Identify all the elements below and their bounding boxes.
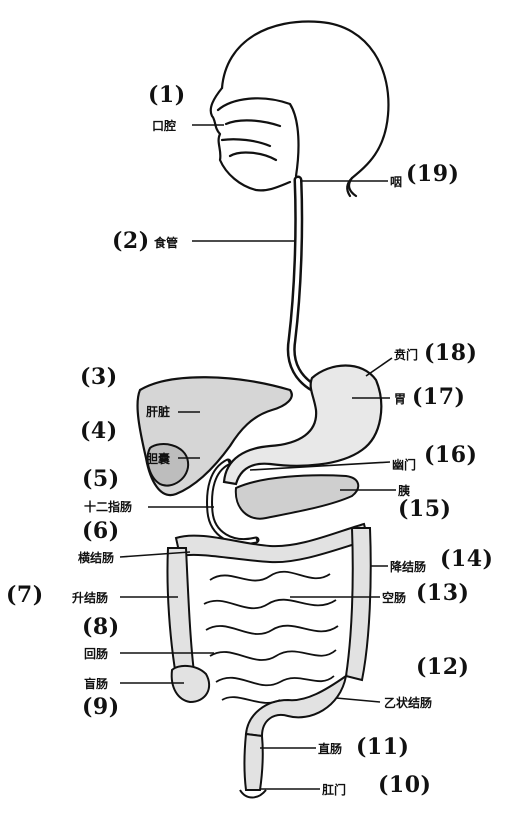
ascending-colon-shape	[167, 548, 194, 676]
label-num-esophagus: (2)	[112, 228, 150, 254]
label-num-liver: (3)	[80, 364, 118, 390]
label-num-duodenum: (5)	[82, 466, 120, 492]
rectum-shape	[245, 734, 263, 790]
head-outline	[222, 22, 388, 196]
label-text-anus: 肛门	[322, 781, 346, 798]
label-text-sigmoid-colon: 乙状结肠	[384, 694, 432, 711]
label-text-transverse-colon: 横结肠	[78, 549, 114, 566]
label-num-pharynx: (19)	[406, 161, 459, 187]
label-text-gallbladder: 胆囊	[146, 450, 170, 467]
label-num-cardia: (18)	[424, 340, 477, 366]
label-text-pharynx: 咽	[390, 173, 402, 190]
label-text-cardia: 贲门	[394, 346, 418, 363]
label-text-liver: 肝脏	[146, 403, 170, 420]
label-num-pancreas: (15)	[398, 496, 451, 522]
label-text-esophagus: 食管	[154, 234, 178, 251]
pancreas-shape	[236, 475, 358, 518]
label-num-ileum: (8)	[82, 614, 120, 640]
esophagus-tube	[291, 180, 314, 388]
small-intestine-coils	[204, 572, 338, 703]
anus-shape	[240, 790, 266, 798]
label-text-pylorus: 幽门	[392, 456, 416, 473]
label-num-jejunum: (13)	[416, 580, 469, 606]
label-text-jejunum: 空肠	[382, 589, 406, 606]
label-text-rectum: 直肠	[318, 740, 342, 757]
label-num-transverse-colon: (6)	[82, 518, 120, 544]
transverse-colon-shape	[176, 524, 368, 562]
label-num-descending-colon: (14)	[440, 546, 493, 572]
label-text-mouth: 口腔	[152, 117, 176, 134]
label-num-stomach: (17)	[412, 384, 465, 410]
label-num-ascending-colon: (7)	[6, 582, 44, 608]
descending-colon-shape	[346, 528, 371, 680]
label-text-duodenum: 十二指肠	[84, 498, 132, 515]
label-text-cecum: 盲肠	[84, 675, 108, 692]
cecum-shape	[172, 666, 209, 702]
label-text-ileum: 回肠	[84, 645, 108, 662]
label-text-ascending-colon: 升结肠	[72, 589, 108, 606]
label-num-mouth: (1)	[148, 82, 186, 108]
label-num-gallbladder: (4)	[80, 418, 118, 444]
label-num-anus: (10)	[378, 772, 431, 798]
label-text-stomach: 胃	[394, 390, 406, 407]
label-num-pylorus: (16)	[424, 442, 477, 468]
label-num-cecum: (9)	[82, 694, 120, 720]
label-num-sigmoid-colon: (12)	[416, 654, 469, 680]
label-num-rectum: (11)	[356, 734, 409, 760]
label-text-descending-colon: 降结肠	[390, 558, 426, 575]
oral-cavity	[218, 98, 298, 176]
